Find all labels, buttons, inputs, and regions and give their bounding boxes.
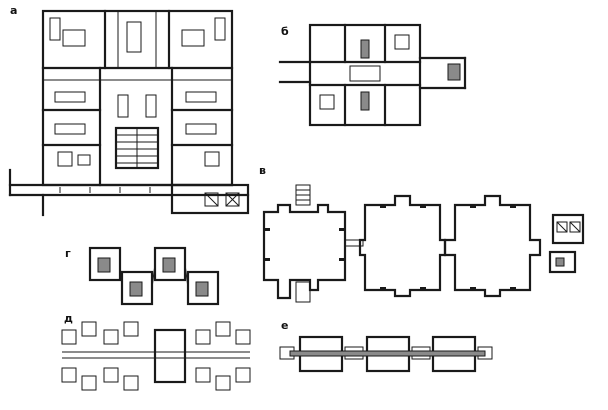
- label-plan-d: д: [64, 312, 73, 325]
- plan-b: [278, 23, 467, 127]
- plan-v: [262, 184, 585, 303]
- plan-b-outline: [308, 23, 422, 127]
- plan-a: [8, 9, 250, 217]
- label-plan-v: в: [259, 164, 266, 177]
- plan-a-annex: [170, 183, 250, 215]
- plan-e: [279, 335, 493, 373]
- plan-v-unit-2: [358, 194, 447, 298]
- plan-d: [61, 321, 251, 391]
- plan-v-unit-1: [262, 203, 347, 300]
- plan-v-unit-3: [443, 194, 542, 298]
- label-plan-b: б: [281, 25, 289, 38]
- plan-v-service: [551, 213, 585, 245]
- plan-d-central-block: [153, 328, 187, 384]
- plan-e-band: [289, 350, 486, 357]
- plan-g: [88, 246, 220, 306]
- label-plan-a: а: [10, 4, 18, 17]
- label-plan-g: г: [65, 247, 71, 260]
- label-plan-e: е: [281, 319, 289, 332]
